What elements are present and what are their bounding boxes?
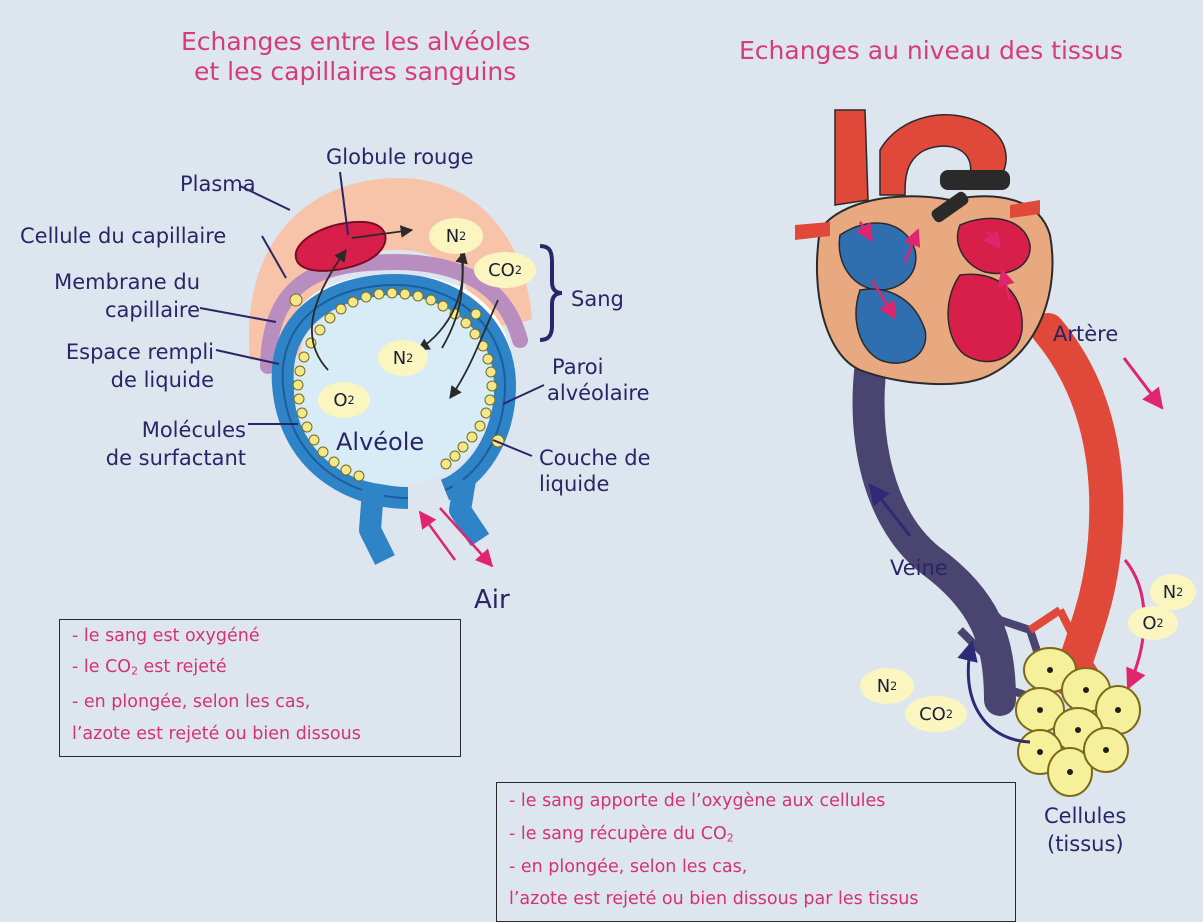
sang-bracket — [540, 246, 562, 340]
label-veine: Veine — [890, 556, 948, 580]
left-title-line1: Echanges entre les alvéoles — [181, 27, 530, 57]
right-box-line3: - en plongée, selon les cas, — [509, 857, 747, 877]
label-couche-line2: liquide — [539, 472, 609, 496]
tissue-cells — [1016, 648, 1140, 796]
label-artere: Artère — [1053, 322, 1118, 346]
label-couche-line1: Couche de — [539, 446, 651, 470]
left-summary-box: - le sang est oxygéné - le CO2 est rejet… — [59, 619, 461, 757]
right-box-line2: - le sang récupère du CO2 — [509, 824, 734, 845]
label-sang: Sang — [571, 287, 624, 311]
right-box-line1: - le sang apporte de l’oxygène aux cellu… — [509, 791, 885, 811]
label-molecules-line1: Molécules — [40, 418, 246, 442]
label-cellules-line2: (tissus) — [1047, 832, 1124, 856]
left-box-line4: l’azote est rejeté ou bien dissous — [72, 724, 361, 744]
left-box-line3: - en plongée, selon les cas, — [72, 692, 310, 712]
label-membrane-line2: capillaire — [26, 298, 200, 322]
label-espace-line1: Espace rempli — [24, 340, 214, 364]
right-summary-box: - le sang apporte de l’oxygène aux cellu… — [496, 782, 1016, 922]
label-paroi-line2: alvéolaire — [547, 381, 650, 405]
left-title-line2: et les capillaires sanguins — [194, 57, 516, 87]
left-box-line1: - le sang est oxygéné — [72, 626, 260, 646]
label-molecules-line2: de surfactant — [40, 446, 246, 470]
artery — [1048, 330, 1106, 680]
alveolus-figure — [200, 172, 562, 566]
right-title: Echanges au niveau des tissus — [739, 36, 1123, 66]
label-cellule-capillaire: Cellule du capillaire — [20, 224, 226, 248]
label-espace-line2: de liquide — [24, 368, 214, 392]
right-box-line4: l’azote est rejeté ou bien dissous par l… — [509, 889, 918, 909]
heart-figure — [795, 110, 1162, 796]
label-plasma: Plasma — [180, 172, 256, 196]
label-membrane-line1: Membrane du — [26, 270, 200, 294]
left-box-line2: - le CO2 est rejeté — [72, 657, 227, 678]
label-alveole: Alvéole — [336, 430, 424, 454]
label-cellules-line1: Cellules — [1044, 804, 1126, 828]
label-globule-rouge: Globule rouge — [326, 145, 474, 169]
label-paroi-line1: Paroi — [552, 355, 603, 379]
label-air: Air — [474, 588, 510, 612]
